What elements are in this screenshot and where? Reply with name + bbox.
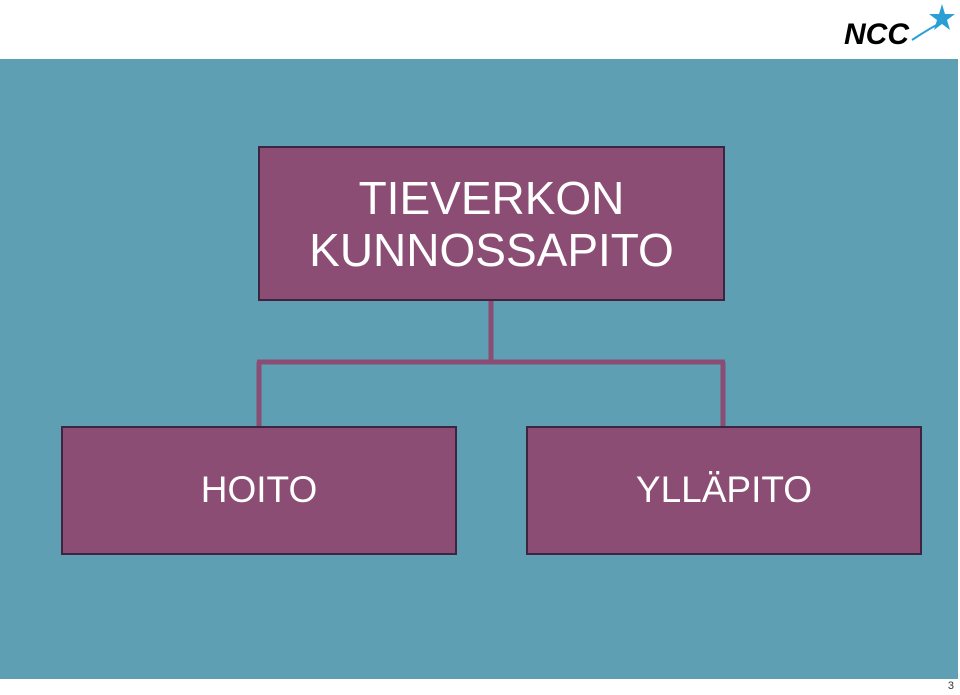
swoosh-icon: [911, 19, 947, 41]
child-node-hoito: HOITO: [61, 426, 457, 555]
root-node: TIEVERKON KUNNOSSAPITO: [258, 146, 725, 301]
child-node-yllapito-label: YLLÄPITO: [635, 468, 813, 510]
ncc-logo: NCC: [842, 2, 958, 50]
page-number: 3: [947, 680, 954, 692]
ncc-logo-graphic: NCC: [844, 4, 955, 50]
star-icon: [929, 4, 955, 30]
root-node-line1: TIEVERKON: [358, 171, 625, 224]
child-node-yllapito: YLLÄPITO: [526, 426, 922, 555]
ncc-logo-text: NCC: [844, 18, 910, 50]
root-node-line2: KUNNOSSAPITO: [309, 223, 674, 276]
child-node-hoito-label: HOITO: [200, 468, 318, 510]
